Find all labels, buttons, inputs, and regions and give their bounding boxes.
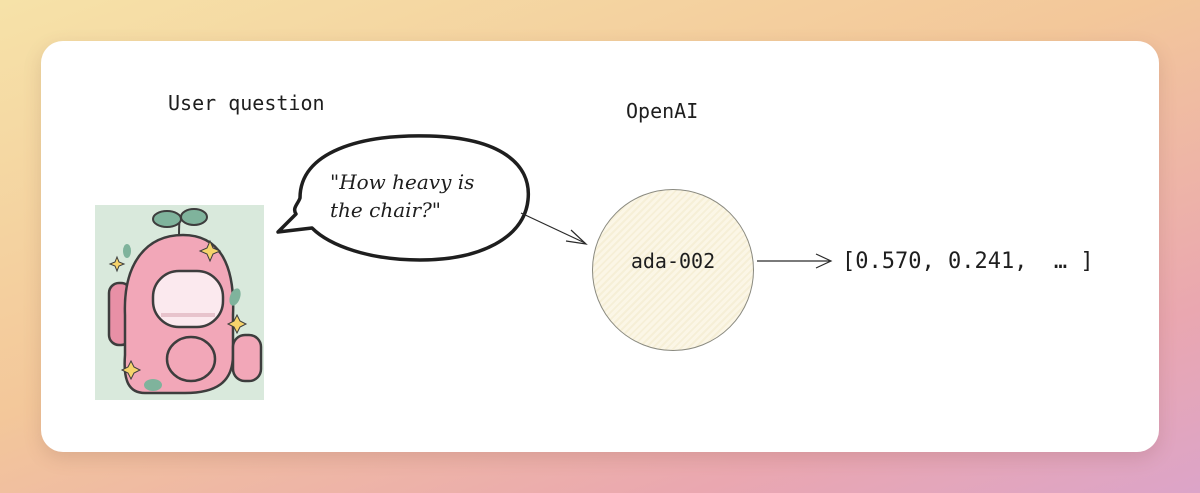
question-line-1: "How heavy is — [330, 170, 475, 194]
question-line-2: the chair?" — [330, 198, 441, 222]
model-label: ada-002 — [630, 249, 716, 273]
embedding-output: [0.570, 0.241, … ] — [842, 249, 1094, 274]
question-text: "How heavy is the chair?" — [330, 168, 520, 224]
user-question-label: User question — [168, 91, 325, 115]
user-avatar — [95, 205, 264, 400]
openai-label: OpenAI — [626, 99, 699, 123]
model-node — [592, 189, 754, 351]
arrow-model-to-output — [757, 253, 833, 269]
arrow-question-to-model — [520, 212, 588, 245]
speech-bubble — [276, 134, 531, 262]
